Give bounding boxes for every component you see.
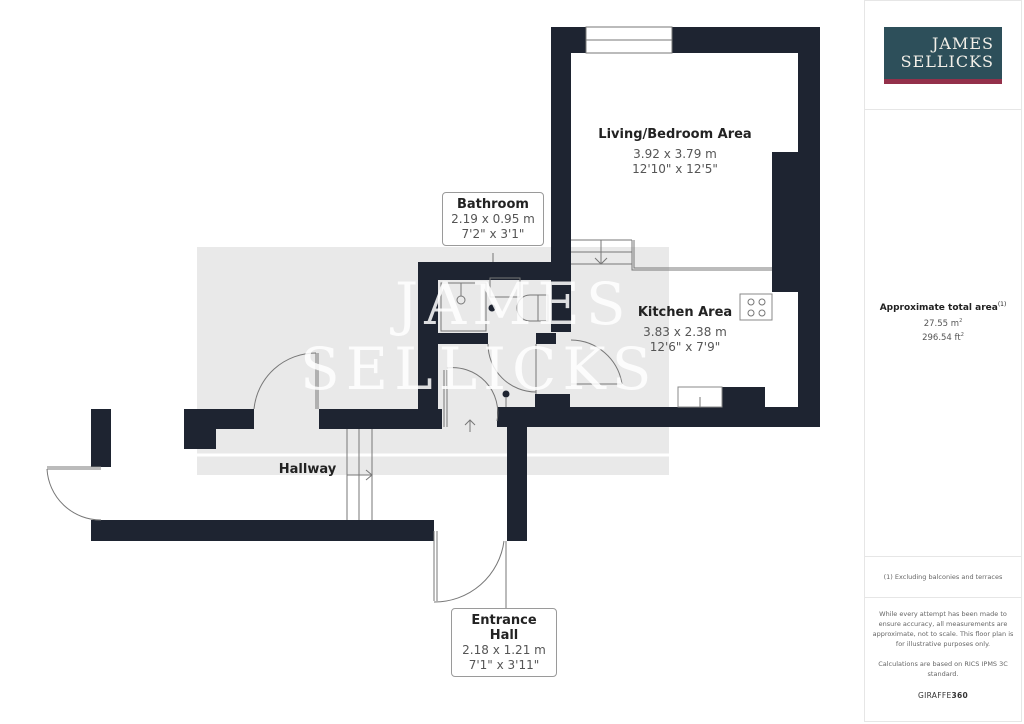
- room-label-hallway: Hallway: [270, 462, 345, 477]
- room-label-living: Living/Bedroom Area 3.92 x 3.79 m 12'10"…: [590, 127, 760, 177]
- floor-plan-drawing: [46, 26, 820, 608]
- room-imperial: 12'6" x 7'9": [649, 340, 721, 354]
- room-imperial: 12'10" x 12'5": [632, 162, 718, 176]
- area-metric: 27.55 m2: [865, 318, 1021, 329]
- room-imperial: 7'1" x 3'11": [468, 658, 540, 672]
- room-metric: 2.18 x 1.21 m: [462, 643, 546, 657]
- area-imperial-sup: 2: [960, 331, 964, 338]
- room-metric: 3.92 x 3.79 m: [633, 147, 717, 161]
- area-metric-sup: 2: [959, 318, 963, 324]
- room-name: Living/Bedroom Area: [598, 127, 752, 142]
- logo-accent-bar: [884, 78, 1002, 84]
- info-sidebar: JAMES SELLICKS Approximate total area(1)…: [864, 0, 1022, 722]
- logo-line2: SELLICKS: [900, 51, 994, 71]
- footnote-mark: (1): [997, 301, 1007, 308]
- logo-cell: JAMES SELLICKS: [865, 1, 1021, 110]
- room-label-kitchen: Kitchen Area 3.83 x 2.38 m 12'6" x 7'9": [625, 305, 745, 355]
- room-name: Kitchen Area: [637, 305, 733, 320]
- area-metric-value: 27.55 m: [923, 318, 960, 329]
- room-imperial: 7'2" x 3'1": [461, 227, 525, 241]
- footnote: (1) Excluding balconies and terraces: [865, 556, 1021, 598]
- brand-bold: 360: [951, 691, 969, 700]
- brand-text: GIRAFFE: [917, 691, 952, 700]
- room-label-bathroom: Bathroom 2.19 x 0.95 m 7'2" x 3'1": [442, 192, 544, 246]
- room-name: Hallway: [278, 462, 337, 477]
- room-name: Bathroom: [457, 197, 529, 212]
- floor-plan: JAMES SELLICKS Living/Bedroom Area 3.92 …: [46, 26, 820, 677]
- total-area: Approximate total area(1) 27.55 m2 296.5…: [865, 301, 1021, 343]
- company-logo: JAMES SELLICKS: [884, 26, 1002, 84]
- walls: [91, 27, 820, 541]
- area-imperial-value: 296.54 ft: [922, 332, 961, 343]
- area-imperial: 296.54 ft2: [865, 332, 1021, 343]
- room-name: Entrance Hall: [471, 613, 537, 643]
- room-metric: 2.19 x 0.95 m: [451, 212, 535, 226]
- total-area-title: Approximate total area(1): [865, 301, 1021, 313]
- disclaimer: While every attempt has been made to ens…: [872, 610, 1014, 648]
- calculations-note: Calculations are based on RICS IPMS 3C s…: [878, 660, 1008, 678]
- area-title-text: Approximate total area: [879, 303, 998, 313]
- giraffe360-brand: GIRAFFE360: [865, 691, 1021, 700]
- footnote-text: (1) Excluding balconies and terraces: [883, 573, 1003, 581]
- room-metric: 3.83 x 2.38 m: [643, 325, 727, 339]
- logo-line1: JAMES: [932, 33, 994, 53]
- room-label-entrance: Entrance Hall 2.18 x 1.21 m 7'1" x 3'11": [451, 608, 557, 677]
